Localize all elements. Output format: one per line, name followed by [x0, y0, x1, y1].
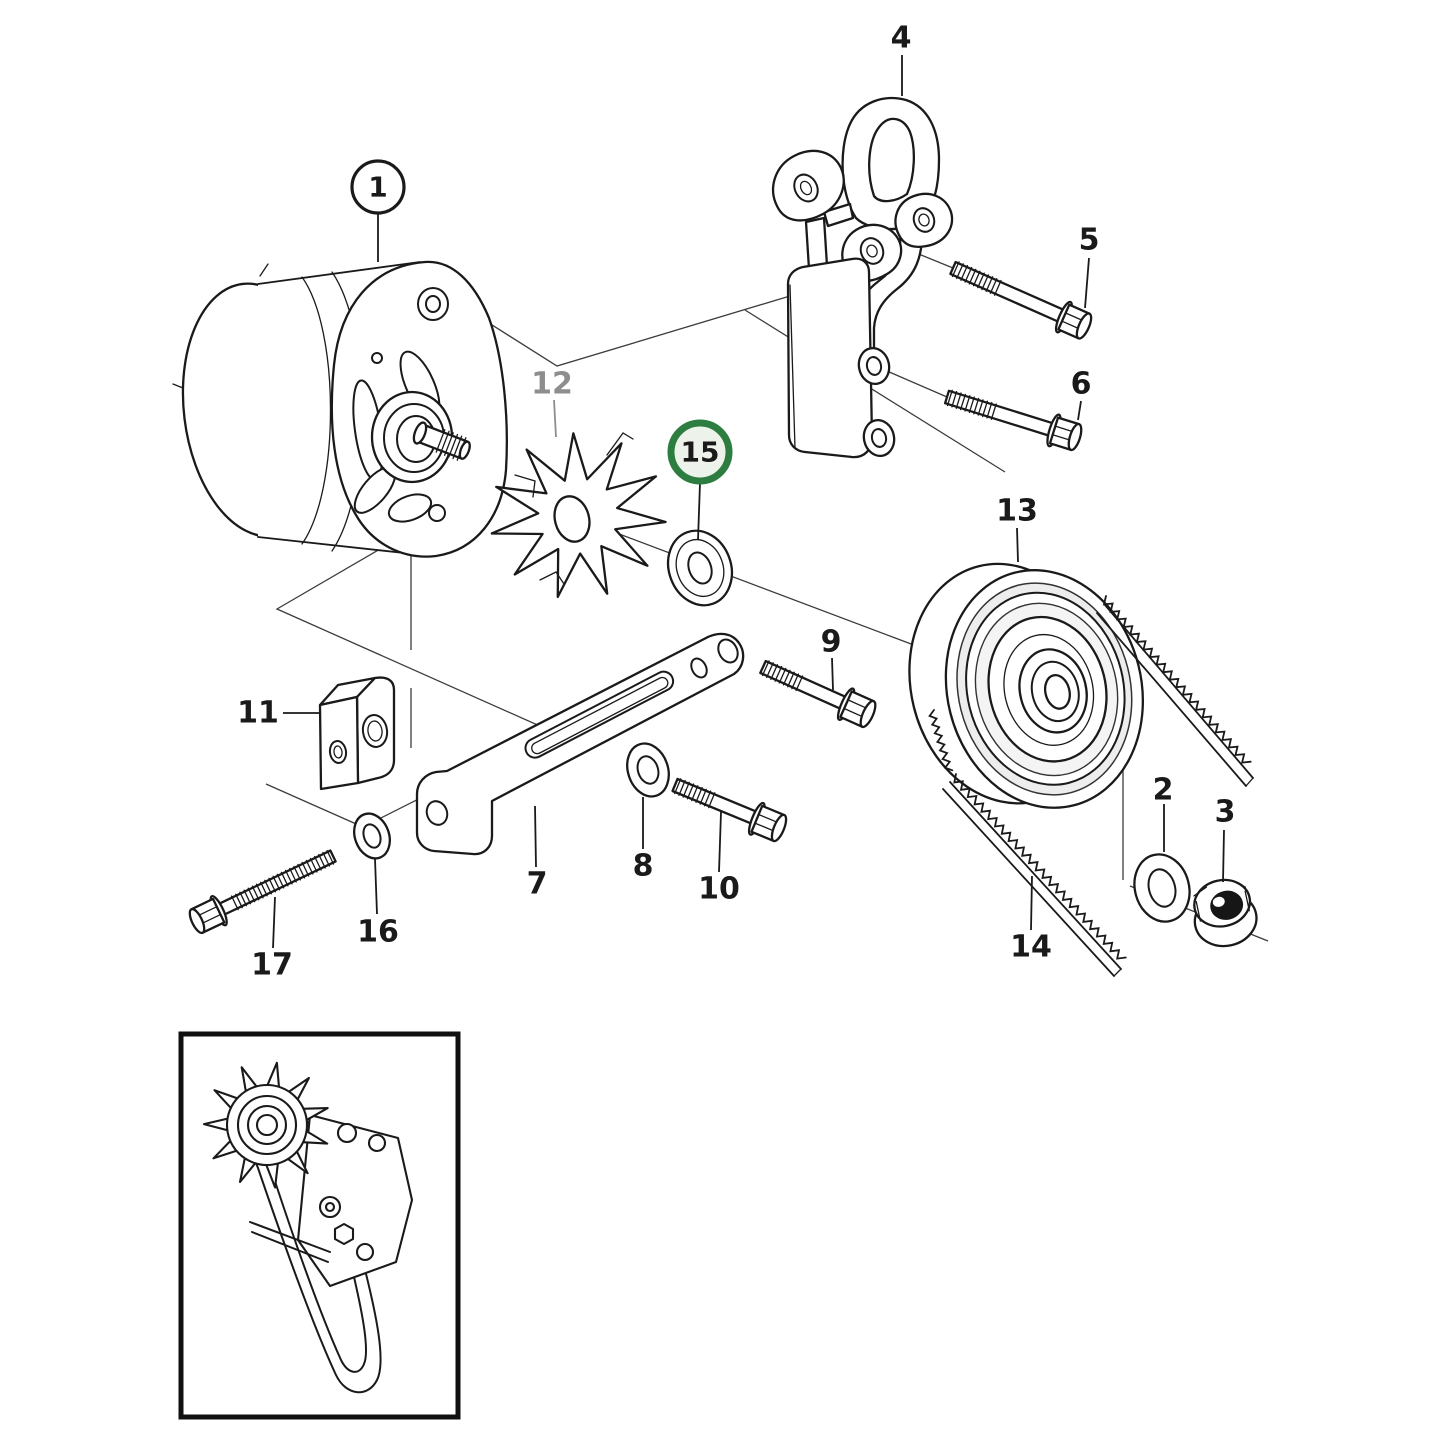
callout-4[interactable]: 4	[891, 21, 912, 56]
washer-16	[353, 812, 391, 860]
leader-lines	[272, 55, 1225, 949]
washer-2	[1133, 853, 1191, 923]
callout-15-label: 15	[681, 436, 720, 469]
callout-15-highlighted[interactable]: 15	[667, 419, 733, 485]
callout-7[interactable]: 7	[527, 867, 548, 902]
fan	[490, 432, 667, 599]
callout-3[interactable]: 3	[1215, 795, 1236, 830]
bolt-17	[188, 849, 337, 935]
fan-center-hole	[553, 495, 591, 543]
callout-16-label: 16	[357, 915, 399, 950]
leader-13	[1016, 527, 1019, 563]
callout-8-label: 8	[633, 849, 654, 884]
mounting-bracket	[772, 96, 954, 459]
callout-11-label: 11	[237, 696, 279, 731]
callout-2[interactable]: 2	[1153, 773, 1174, 808]
callout-10[interactable]: 10	[698, 872, 740, 907]
bolt-5	[949, 260, 1093, 340]
callout-2-label: 2	[1153, 773, 1174, 808]
callout-12[interactable]: 12	[531, 367, 573, 402]
callout-10-label: 10	[698, 872, 740, 907]
leader-15	[697, 482, 701, 541]
callout-9[interactable]: 9	[821, 625, 842, 660]
callout-17-label: 17	[251, 948, 293, 983]
callout-15-highlight-circle	[667, 419, 733, 485]
callout-7-label: 7	[527, 867, 548, 902]
washer-8	[626, 742, 670, 798]
callout-5-label: 5	[1079, 223, 1100, 258]
spacer-washer-15	[666, 529, 734, 607]
leader-6	[1077, 400, 1082, 421]
leader-9	[831, 657, 834, 691]
callouts: 1 2 3 4 5 6 7 8 9 10 11	[237, 21, 1235, 983]
callout-1-label: 1	[368, 171, 387, 204]
callout-11[interactable]: 11	[237, 696, 279, 731]
callout-9-label: 9	[821, 625, 842, 660]
leader-12	[553, 399, 557, 438]
callout-14-label: 14	[1010, 930, 1052, 965]
alternator-shaft	[412, 421, 471, 461]
belt-teeth	[928, 595, 1252, 960]
leader-7	[534, 805, 537, 868]
callout-14[interactable]: 14	[1010, 930, 1052, 965]
callout-5[interactable]: 5	[1079, 223, 1100, 258]
callout-6[interactable]: 6	[1071, 367, 1092, 402]
drive-belt	[928, 595, 1254, 977]
leader-10	[718, 811, 722, 873]
leader-5	[1084, 257, 1090, 309]
leader-16	[374, 858, 378, 915]
callout-17[interactable]: 17	[251, 948, 293, 983]
nut-3	[1193, 878, 1258, 948]
leader-14	[1030, 875, 1033, 931]
bolt-6	[943, 389, 1083, 452]
callout-3-label: 3	[1215, 795, 1236, 830]
bolt-9	[759, 659, 877, 729]
callout-4-label: 4	[891, 21, 912, 56]
callout-16[interactable]: 16	[357, 915, 399, 950]
vent-slot	[387, 493, 433, 523]
spacer-block-11	[318, 676, 396, 791]
callout-13[interactable]: 13	[996, 494, 1038, 529]
assembled-view-inset	[178, 1031, 461, 1420]
callout-12-label: 12	[531, 367, 573, 402]
pulley	[908, 562, 1145, 809]
callout-6-label: 6	[1071, 367, 1092, 402]
bolt-10	[671, 777, 788, 843]
callout-1[interactable]: 1	[350, 159, 406, 215]
callout-1-circle	[350, 159, 406, 215]
leader-3	[1222, 829, 1225, 883]
callout-13-label: 13	[996, 494, 1038, 529]
alternator	[172, 260, 508, 558]
adjusting-arm	[415, 632, 745, 856]
leader-17	[272, 896, 276, 949]
callout-8[interactable]: 8	[633, 849, 654, 884]
